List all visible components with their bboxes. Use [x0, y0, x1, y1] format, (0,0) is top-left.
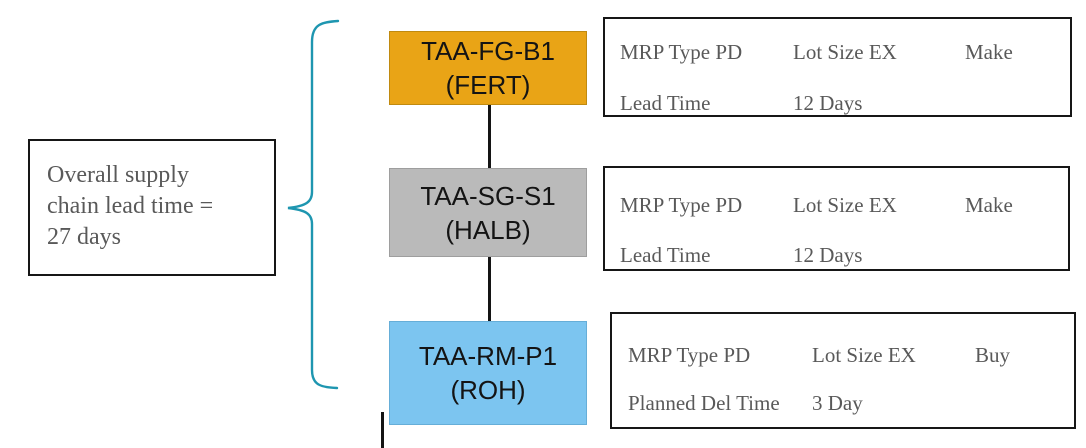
- lead-time-value: 12 Days: [793, 91, 863, 115]
- lead-time-label: Lead Time: [620, 243, 711, 267]
- overall-lead-time-box: Overall supply chain lead time = 27 days: [28, 139, 276, 276]
- connector-line-halb-roh: [488, 257, 491, 321]
- curly-brace: [287, 19, 340, 390]
- node-taa-fg-b1: TAA-FG-B1 (FERT): [389, 31, 587, 105]
- node-material-type: (ROH): [450, 375, 526, 405]
- lot-size-value: Lot Size EX: [812, 343, 916, 367]
- node-code: TAA-RM-P1: [418, 341, 558, 371]
- connector-line-fert-halb: [488, 105, 491, 168]
- node-taa-rm-p1: TAA-RM-P1 (ROH): [389, 321, 587, 425]
- node-code: TAA-SG-S1: [420, 180, 556, 211]
- summary-line-1: Overall supply: [47, 162, 189, 188]
- node-material-type: (HALB): [445, 214, 531, 245]
- source-type-value: Buy: [975, 343, 1011, 367]
- node-code: TAA-FG-B1: [421, 36, 555, 66]
- lead-time-value: 12 Days: [793, 243, 863, 267]
- mrp-type-value: MRP Type PD: [628, 343, 751, 367]
- node-taa-sg-s1: TAA-SG-S1 (HALB): [389, 168, 587, 257]
- lot-size-value: Lot Size EX: [793, 40, 897, 64]
- source-type-value: Make: [965, 40, 1013, 64]
- mrp-type-value: MRP Type PD: [620, 193, 743, 217]
- info-box-fert: MRP Type PD Lot Size EX Make Lead Time 1…: [603, 17, 1072, 117]
- summary-line-2: chain lead time =: [47, 193, 214, 219]
- planned-del-time-label: Planned Del Time: [628, 391, 780, 415]
- lead-time-label: Lead Time: [620, 91, 711, 115]
- mrp-type-value: MRP Type PD: [620, 40, 743, 64]
- summary-line-3: 27 days: [47, 224, 121, 250]
- source-type-value: Make: [965, 193, 1013, 217]
- info-box-roh: MRP Type PD Lot Size EX Buy Planned Del …: [610, 312, 1076, 429]
- planned-del-time-value: 3 Day: [812, 391, 863, 415]
- node-material-type: (FERT): [445, 70, 531, 100]
- cropped-connector-line: [381, 412, 384, 448]
- info-box-halb: MRP Type PD Lot Size EX Make Lead Time 1…: [603, 166, 1070, 271]
- lot-size-value: Lot Size EX: [793, 193, 897, 217]
